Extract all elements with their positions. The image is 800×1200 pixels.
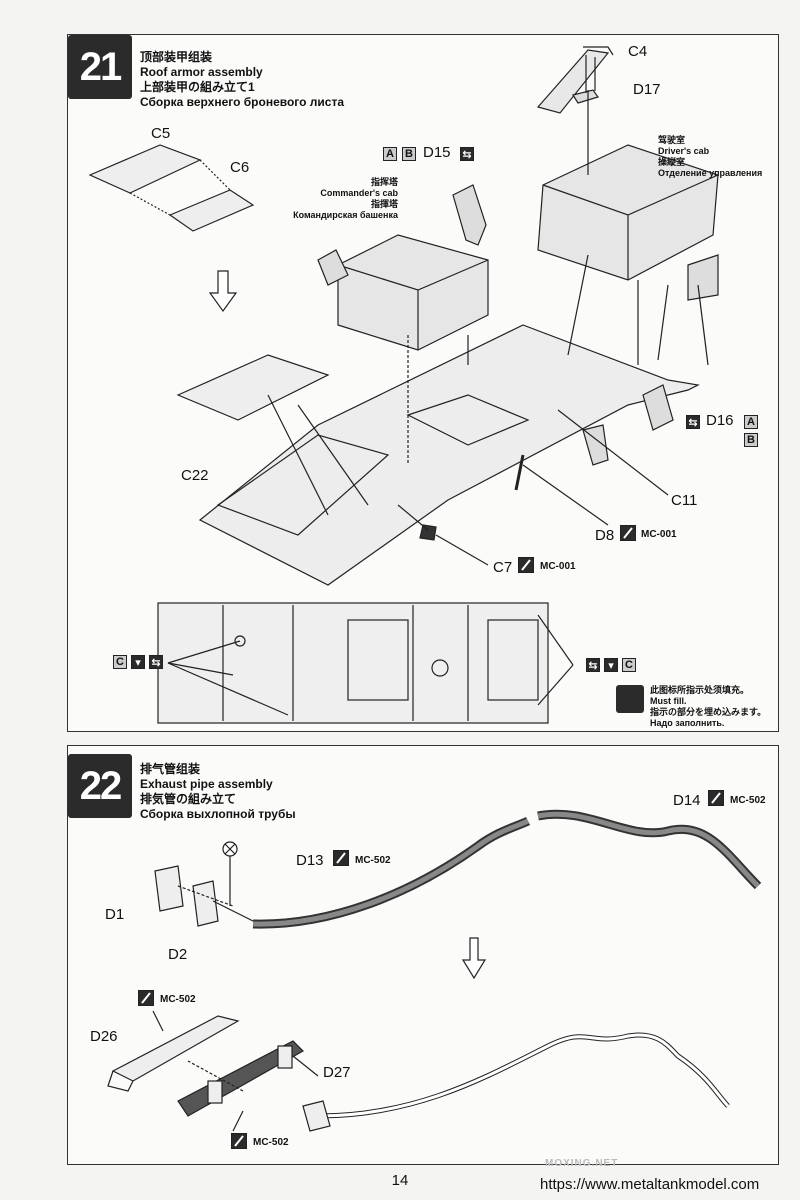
label-c7: C7 — [493, 559, 513, 576]
step-22-panel: 22 排气管组装 Exhaust pipe assembly 排気管の組み立て … — [67, 745, 779, 1165]
must-fill-legend: 此图标所指示处须填充。 Must fill. 指示の部分を埋め込みます。 Над… — [650, 685, 767, 728]
step-21-drawing — [88, 46, 719, 724]
driver-cab-caption: 驾驶室 Driver's cab 操縦室 Отделение управлени… — [658, 135, 763, 178]
step-22-title-ru: Сборка выхлопной трубы — [140, 807, 296, 821]
step-22-title-en: Exhaust pipe assembly — [140, 777, 273, 791]
page-number: 14 — [391, 1172, 409, 1189]
step-22-title-jp: 排気管の組み立て — [140, 792, 237, 806]
step-22-badge: 22 — [68, 754, 132, 818]
step-21-badge: 21 — [68, 35, 132, 99]
paint-brush-icon-d13 — [333, 850, 349, 866]
paint-brush-icon-d27 — [231, 1133, 247, 1149]
step-21-title-en: Roof armor assembly — [140, 65, 263, 79]
label-d14: D14 — [673, 792, 701, 809]
step-21-title-cn: 顶部装甲组装 — [140, 50, 213, 64]
flip-icon-left: ⇆ — [149, 655, 163, 669]
letter-a-box-d16: A — [744, 415, 758, 429]
label-c5: C5 — [151, 125, 171, 142]
flip-icon: ⇆ — [460, 147, 474, 161]
step-22-drawing — [107, 809, 762, 1132]
label-d13: D13 — [296, 852, 324, 869]
paint-brush-icon-d8 — [620, 525, 636, 541]
source-url: https://www.metaltankmodel.com — [540, 1176, 760, 1193]
watermark: MOXING.NET — [545, 1158, 619, 1169]
letter-b-box-d16: B — [744, 433, 758, 447]
label-c22: C22 — [181, 467, 209, 484]
step-21-panel: 21 顶部装甲组装 Roof armor assembly 上部装甲の組み立て1… — [67, 34, 779, 732]
label-c6: C6 — [230, 159, 250, 176]
paint-code-d8: MC-001 — [641, 529, 677, 540]
flip-icon-d16: ⇆ — [686, 415, 700, 429]
commander-cab-caption: 指挥塔 Commander's cab 指揮塔 Командирская баш… — [293, 177, 398, 220]
label-d27: D27 — [323, 1064, 351, 1081]
label-d8: D8 — [595, 527, 615, 544]
label-d1: D1 — [105, 906, 125, 923]
letter-b-box: B — [402, 147, 416, 161]
label-c4: C4 — [628, 43, 648, 60]
paint-code-d14: MC-502 — [730, 795, 766, 806]
paint-code-d27: MC-502 — [253, 1137, 289, 1148]
letter-c-box-left: C — [113, 655, 127, 669]
letter-a-box: A — [383, 147, 397, 161]
flip-icon-right: ⇆ — [586, 658, 600, 672]
paint-code-d13: MC-502 — [355, 855, 391, 866]
label-d16: D16 — [706, 412, 734, 429]
paint-code-c7: MC-001 — [540, 561, 576, 572]
letter-c-box-right: C — [622, 658, 636, 672]
label-d2: D2 — [168, 946, 188, 963]
label-d26: D26 — [90, 1028, 118, 1045]
step-22-titles: 排气管组装 Exhaust pipe assembly 排気管の組み立て Сбо… — [140, 762, 296, 822]
must-fill-icon — [616, 685, 644, 713]
paint-brush-icon-c7 — [518, 557, 534, 573]
fill-icon-left: ▾ — [131, 655, 145, 669]
fill-icon-right: ▾ — [604, 658, 618, 672]
step-21-title-jp: 上部装甲の組み立て1 — [140, 80, 255, 94]
step-21-title-ru: Сборка верхнего броневого листа — [140, 95, 345, 109]
paint-brush-icon-d14 — [708, 790, 724, 806]
step-21-titles: 顶部装甲组装 Roof armor assembly 上部装甲の組み立て1 Сб… — [140, 50, 344, 110]
label-c11: C11 — [671, 492, 698, 509]
step-22-title-cn: 排气管组装 — [140, 762, 201, 776]
label-d17: D17 — [633, 81, 661, 98]
label-d15: D15 — [423, 144, 451, 161]
paint-code-d26: MC-502 — [160, 994, 196, 1005]
paint-brush-icon-d26 — [138, 990, 154, 1006]
